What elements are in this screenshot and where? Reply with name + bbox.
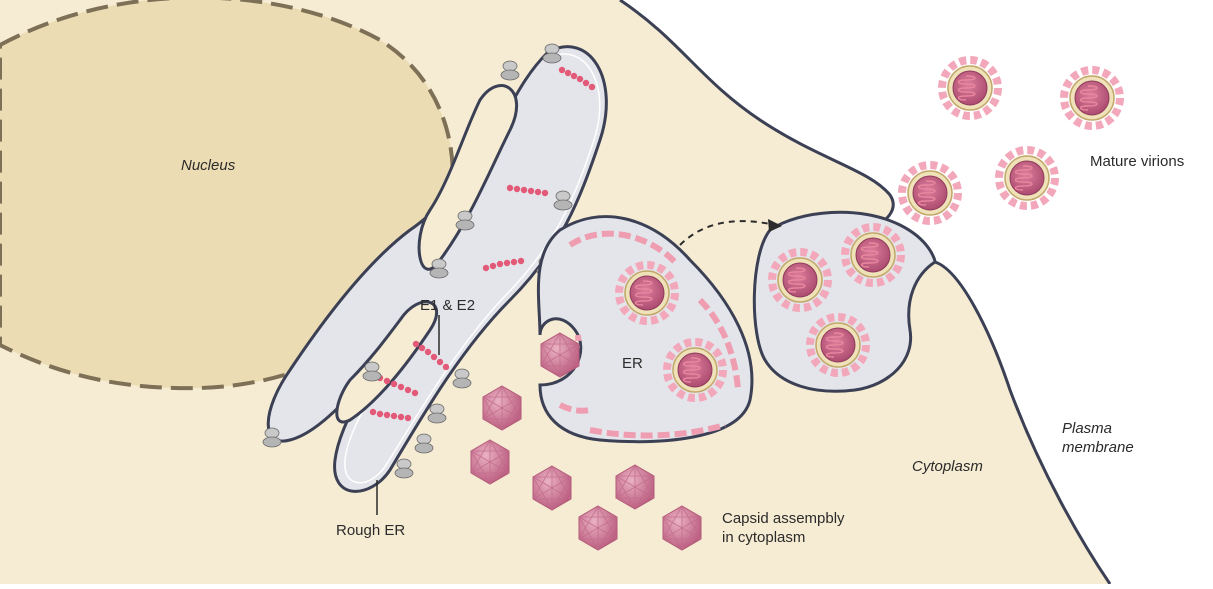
virion-icon <box>999 150 1055 206</box>
capsid-assembly-label-line1: Capsid assempbly <box>722 510 845 528</box>
plasma-membrane-label-line1: Plasma <box>1062 420 1112 438</box>
cytoplasm-label: Cytoplasm <box>912 458 983 476</box>
virion-icon <box>902 165 958 221</box>
rough-er-label: Rough ER <box>336 522 405 540</box>
virion-icon <box>942 60 998 116</box>
er-label: ER <box>622 355 643 373</box>
e1e2-label: E1 & E2 <box>420 297 475 315</box>
plasma-membrane-label-line2: membrane <box>1062 439 1134 457</box>
mature-virions-label: Mature virions <box>1090 153 1184 171</box>
nucleus-label: Nucleus <box>181 157 235 175</box>
capsid-assembly-label-line2: in cytoplasm <box>722 529 805 547</box>
virion-icon <box>1064 70 1120 126</box>
